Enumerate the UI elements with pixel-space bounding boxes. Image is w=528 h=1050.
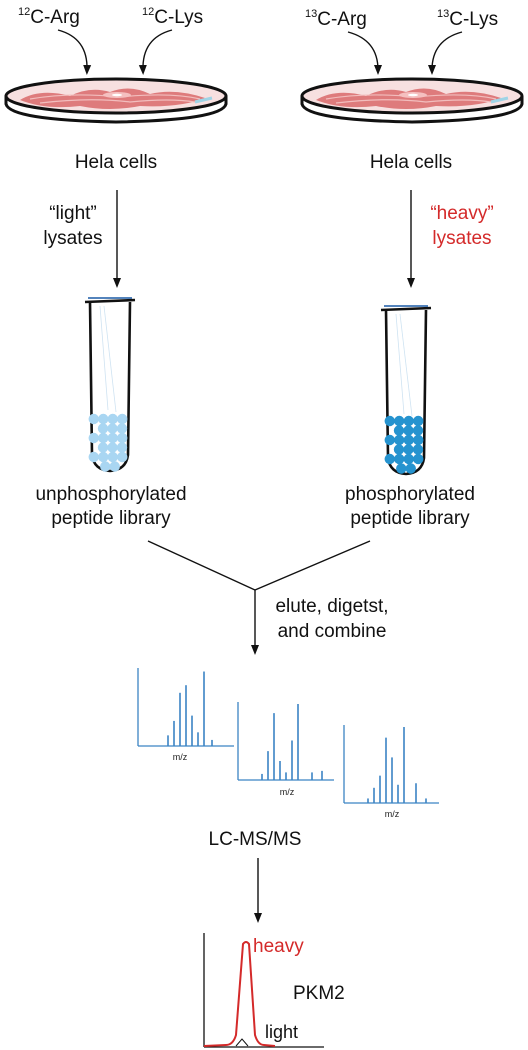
light-bead [100,461,111,472]
light-bead [98,413,109,425]
dark-bead [403,453,414,465]
label-12c-arg: 12C-Arg [18,6,80,28]
petri-dish-right [300,77,524,124]
arrow-13c-arg [347,31,382,75]
dark-bead [403,425,414,436]
cells-left [20,88,205,109]
light-lysates-line1: “light” [49,203,97,224]
combine-line-right [254,540,371,591]
light-bead [116,442,128,453]
heavy-lysates-line2: lysates [432,228,492,249]
dark-bead [403,415,414,427]
light-bead [88,451,99,463]
spectrum1-axis-label: m/z [172,752,188,762]
right-library-line2: peptide library [350,508,470,529]
light-lysates-line2: lysates [43,228,103,249]
light-bead [107,413,118,425]
dark-bead [405,463,416,474]
combine-label-line2: and combine [277,621,387,642]
light-bead [97,423,109,434]
light-peak [235,1038,249,1047]
ms-spectra [137,668,439,804]
label-12c-lys: 12C-Lys [142,6,204,28]
light-bead [109,461,120,472]
dark-bead [396,463,407,474]
combine-line-left [147,540,256,591]
light-bead [88,432,99,444]
light-bead [107,442,118,453]
left-library-line2: peptide library [51,508,171,529]
left-library-line1: unphosphorylated [35,484,187,505]
dark-bead [384,453,395,465]
spectrum3-axis-label: m/z [384,809,400,819]
result-chromatogram [203,933,324,1048]
light-bead [98,451,109,463]
dark-bead [394,415,405,427]
light-bead [117,413,128,425]
petri-dish-left [4,77,228,124]
dark-bead [403,434,414,446]
light-bead [117,451,128,463]
dark-bead [394,434,405,446]
dark-bead [403,444,414,455]
dark-bead [384,434,395,446]
protein-label: PKM2 [293,983,345,1004]
dark-bead [412,425,424,436]
beads-light [88,413,128,472]
heavy-label: heavy [253,936,304,957]
dark-bead [413,453,424,465]
light-bead [98,432,109,444]
light-bead [107,423,118,434]
right-cells-label: Hela cells [369,152,453,173]
right-library-line1: phosphorylated [345,484,475,505]
light-bead [107,432,118,444]
label-13c-lys: 13C-Lys [437,8,499,30]
light-label: light [265,1022,299,1042]
light-bead [107,451,118,463]
left-cells-label: Hela cells [74,152,158,173]
dark-bead [394,453,405,465]
dark-bead [393,444,405,455]
light-bead [88,413,99,425]
spectrum2-axis-label: m/z [279,787,295,797]
light-bead [116,423,128,434]
beads-dark [384,415,424,474]
lcms-label: LC-MS/MS [208,829,302,850]
light-bead [117,432,128,444]
arrow-13c-lys [428,31,463,75]
heavy-lysates-line1: “heavy” [430,203,494,224]
cells-right [316,88,501,109]
test-tube-right [380,305,432,476]
dark-bead [413,415,424,427]
test-tube-left [84,297,136,473]
dark-bead [412,444,424,455]
light-bead [97,442,109,453]
arrow-12c-lys [138,29,173,75]
arrow-12c-arg [57,29,92,75]
dark-bead [393,425,405,436]
heavy-peak [203,941,276,1047]
dark-bead [384,415,395,427]
dark-bead [413,434,424,446]
combine-label-line1: elute, digetst, [275,596,389,617]
label-13c-arg: 13C-Arg [305,8,367,30]
